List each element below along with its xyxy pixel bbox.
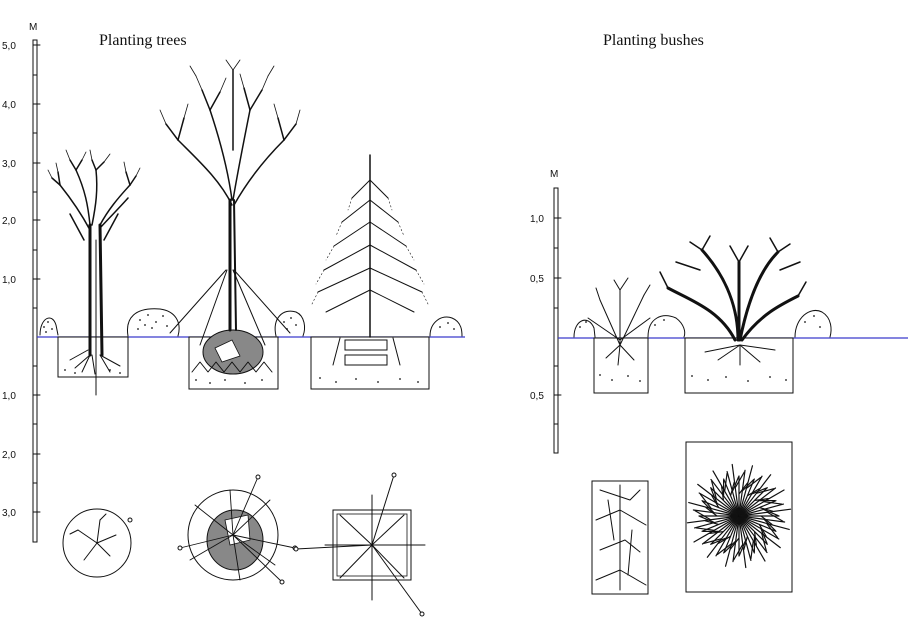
bush-hedge-plan	[591, 480, 649, 595]
bush-clump-plan	[685, 441, 793, 593]
tree-soil-piles	[39, 308, 463, 337]
bush-plan-branch	[692, 500, 740, 517]
tree-bare-root-plan	[62, 508, 133, 578]
bush-plan-branch	[693, 515, 740, 529]
bush-plan-branch	[738, 475, 767, 517]
bush-plan-branch	[738, 515, 768, 554]
tree-scale-unit: M	[29, 22, 37, 33]
bush-plan-branch	[733, 515, 747, 569]
bush-plan-branch	[738, 508, 792, 522]
bush-plan-branch	[726, 470, 740, 517]
bush-plan-branch	[688, 493, 740, 517]
bush-plan-branch	[697, 480, 740, 517]
bush-plan-branch	[738, 515, 780, 544]
pit-stipple	[64, 369, 419, 384]
tree-tick-2: 2,0	[2, 216, 16, 227]
bush-small-elevation	[587, 277, 651, 394]
tree-bare-root-elevation	[47, 149, 141, 396]
bush-tick-05: 0,5	[530, 274, 544, 285]
tree-root-ball-plan	[177, 474, 298, 585]
tree-tick-below-2: 2,0	[2, 450, 16, 461]
bush-plan-branch	[703, 515, 740, 558]
bush-plan-branch	[738, 474, 775, 517]
bush-large-elevation	[659, 235, 807, 394]
bush-plan-branch	[738, 465, 762, 517]
tree-tick-5: 5,0	[2, 41, 16, 52]
bush-plan-branch	[712, 470, 740, 517]
soil-stipple	[43, 314, 455, 333]
bush-plan-branch	[701, 515, 740, 545]
bush-tick-below-05: 0,5	[530, 391, 544, 402]
tree-tick-4: 4,0	[2, 100, 16, 111]
tree-height-scale: M 5,0 4,0 3,0 2,0 1,0 1,0 2,0 3,0	[2, 22, 41, 543]
bush-plan-branch	[698, 488, 740, 517]
bush-plan-branch	[738, 515, 790, 539]
bush-plan-branch	[738, 515, 786, 532]
bush-soil-piles	[573, 310, 832, 338]
tree-conifer-plan	[293, 472, 426, 617]
bush-pit-stipple	[579, 315, 821, 382]
bush-plan-branch	[710, 478, 740, 517]
bush-plan-branch	[738, 503, 785, 517]
tree-root-ball-elevation	[159, 59, 301, 390]
bush-scale-unit: M	[550, 169, 558, 180]
tree-tick-below-1: 1,0	[2, 391, 16, 402]
bush-plan-branch	[731, 463, 745, 517]
title-planting-trees: Planting trees	[99, 32, 187, 49]
bush-plan-branch	[738, 469, 755, 517]
tree-conifer-elevation	[310, 154, 430, 390]
tree-tick-below-3: 3,0	[2, 508, 16, 519]
bush-plan-branch	[716, 515, 740, 567]
bush-plan-branch	[723, 515, 740, 563]
tree-tick-3: 3,0	[2, 159, 16, 170]
bush-tick-1: 1,0	[530, 214, 544, 225]
bush-plan-branch	[686, 510, 740, 524]
bush-plan-branch	[738, 487, 777, 517]
bush-height-scale: M 1,0 0,5 0,5	[530, 169, 562, 454]
bush-plan-branch	[738, 515, 752, 562]
bush-plan-branch	[738, 489, 785, 517]
bush-plan-branch	[738, 515, 781, 552]
title-planting-bushes: Planting bushes	[603, 32, 704, 49]
bush-plan-branch	[693, 515, 740, 543]
bush-plan-branch	[711, 515, 740, 557]
bush-plan-branch	[738, 515, 766, 562]
tree-tick-1: 1,0	[2, 275, 16, 286]
